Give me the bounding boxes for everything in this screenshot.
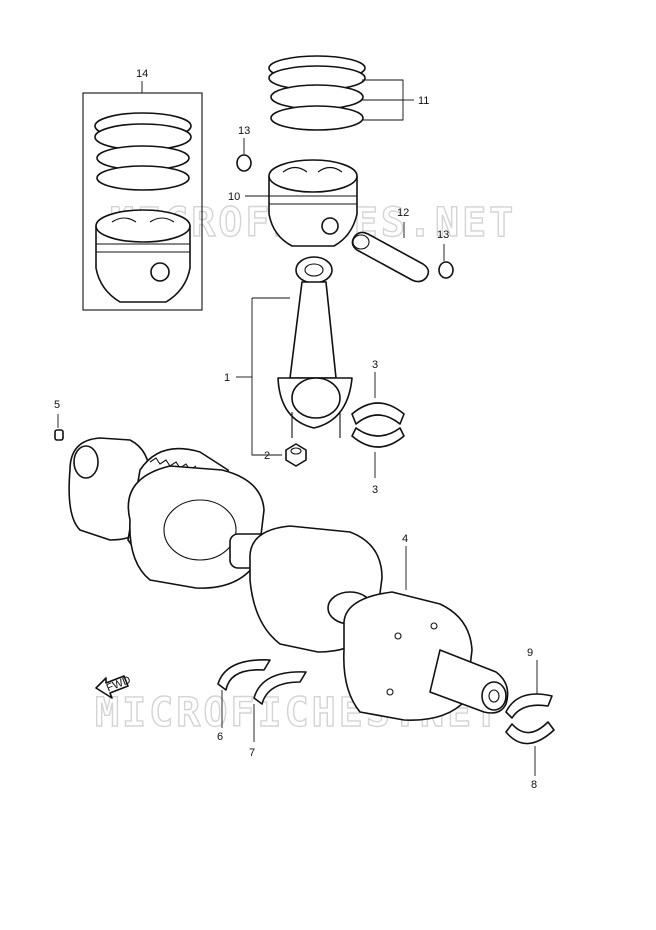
callout-14: 14 — [136, 68, 148, 80]
callout-4: 4 — [402, 533, 408, 545]
piston-pin — [351, 222, 430, 283]
piston-kit-rings — [94, 112, 192, 191]
piston-kit-box — [82, 81, 203, 311]
main-bearing-lower — [505, 721, 555, 776]
callout-9: 9 — [527, 647, 533, 659]
callout-12: 12 — [397, 207, 409, 219]
piston-kit-piston — [95, 209, 191, 303]
callout-2: 2 — [264, 450, 270, 462]
callout-3-bottom: 3 — [372, 484, 378, 496]
callout-7: 7 — [249, 747, 255, 759]
connecting-rod-nut — [285, 443, 307, 467]
crankshaft — [68, 437, 509, 721]
callout-1: 1 — [224, 372, 230, 384]
conrod-bearing-lower — [351, 427, 405, 478]
callout-13-top: 13 — [238, 125, 250, 137]
piston — [245, 159, 358, 247]
callout-8: 8 — [531, 779, 537, 791]
conrod-bearing-upper — [351, 372, 405, 425]
piston-pin-clip-right — [438, 244, 454, 279]
callout-11: 11 — [418, 95, 429, 107]
callout-6: 6 — [217, 731, 223, 743]
main-bearing-upper — [505, 660, 553, 719]
crankshaft-bearing-6 — [217, 659, 271, 728]
callout-10: 10 — [228, 191, 240, 203]
crankshaft-bearing-7 — [253, 671, 307, 742]
piston-pin-clip-left — [236, 138, 252, 172]
connecting-rod — [236, 256, 353, 456]
piston-rings — [268, 55, 414, 131]
callout-13-right: 13 — [437, 229, 449, 241]
crankshaft-dowel — [54, 414, 64, 441]
callout-3-top: 3 — [372, 359, 378, 371]
callout-5: 5 — [54, 399, 60, 411]
